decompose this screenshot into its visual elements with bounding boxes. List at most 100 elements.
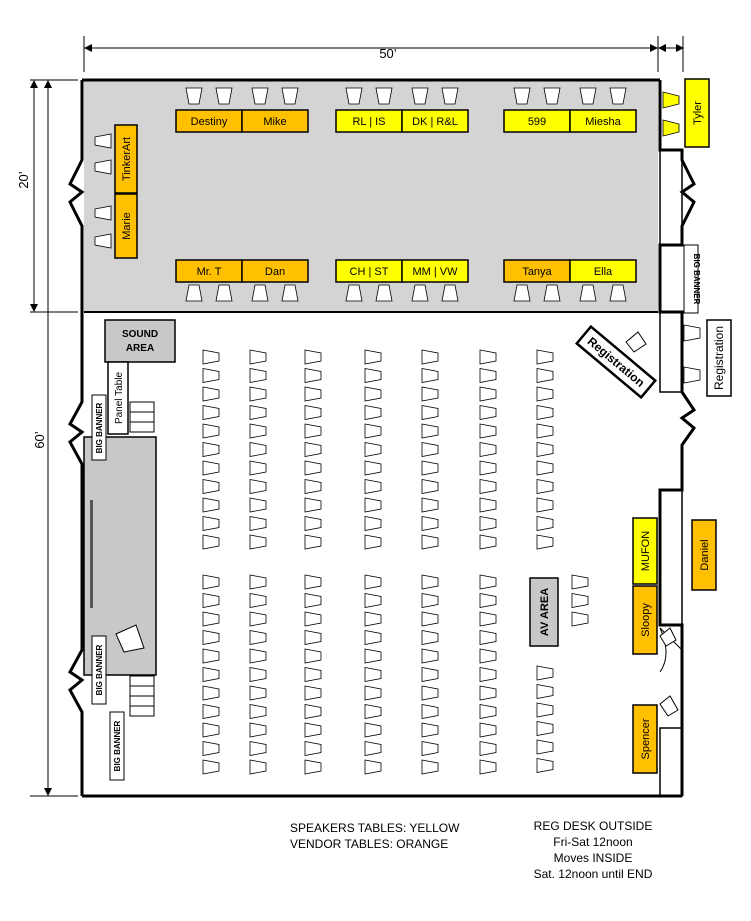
chair-icon — [215, 284, 233, 302]
chair-icon — [536, 349, 554, 365]
chair-icon — [421, 667, 439, 682]
chair-icon — [421, 386, 439, 402]
dimension-vertical-full: 60’ — [32, 431, 47, 448]
chair-icon — [249, 704, 267, 719]
chair-icon — [364, 685, 382, 701]
chair-icon — [345, 284, 363, 302]
big-banner-left-upper: BIG BANNER — [91, 394, 107, 461]
big-banner-label: BIG BANNER — [692, 254, 701, 305]
chair-icon — [94, 205, 112, 221]
top-table-2: RL | IS — [335, 109, 403, 133]
chair-icon — [421, 574, 439, 590]
reg-note-line-4: Sat. 12noon until END — [534, 867, 653, 881]
chair-icon — [249, 386, 267, 402]
chair-icon — [683, 366, 701, 384]
side-table-mufon: MUFON — [632, 517, 658, 585]
chair-icon — [364, 722, 382, 738]
chair-icon — [543, 87, 561, 105]
chair-icon — [304, 386, 322, 402]
chair-icon — [479, 630, 497, 645]
chair-icon — [94, 159, 112, 175]
chair-icon — [304, 630, 322, 645]
chair-icon — [304, 460, 322, 476]
av-area-label: AV AREA — [539, 588, 551, 636]
chair-icon — [536, 460, 554, 476]
chair-icon — [421, 593, 439, 608]
chair-icon — [249, 516, 267, 531]
chair-icon — [202, 423, 220, 439]
chair-icon — [202, 386, 220, 402]
big-banner-label: BIG BANNER — [95, 402, 104, 453]
big-banner-bottom: BIG BANNER — [109, 711, 125, 781]
table-label-tinkerart: TinkerArt — [121, 137, 133, 181]
top-table-label: DK | R&L — [412, 116, 458, 128]
chair-icon — [364, 442, 382, 457]
chair-icon — [249, 648, 267, 664]
chair-icon — [249, 405, 267, 420]
chair-icon — [364, 630, 382, 645]
chair-icon — [249, 368, 267, 383]
chair-icon — [202, 611, 220, 627]
side-table-daniel: Daniel — [691, 519, 717, 591]
chair-icon — [421, 405, 439, 420]
big-banner-left-lower: BIG BANNER — [91, 635, 107, 705]
table-label-spencer: Spencer — [640, 718, 652, 759]
chair-icon — [249, 442, 267, 457]
big-banner-label: BIG BANNER — [95, 644, 104, 695]
bottom-table-label: MM | VW — [412, 266, 458, 278]
chair-icon — [421, 516, 439, 531]
chair-icon — [202, 741, 220, 756]
bottom-table-5: Ella — [569, 259, 637, 283]
chair-icon — [536, 386, 554, 402]
chair-icon — [536, 665, 554, 681]
reg-note-line-2: Fri-Sat 12noon — [553, 835, 632, 849]
chair-icon — [479, 574, 497, 590]
top-table-label: Miesha — [585, 116, 621, 128]
panel-chairs-top — [129, 401, 155, 433]
table-label-tyler: Tyler — [692, 101, 704, 125]
chair-icon — [304, 611, 322, 627]
chair-icon — [479, 741, 497, 756]
chair-icon — [441, 87, 459, 105]
chair-icon — [249, 349, 267, 365]
chair-icon — [479, 593, 497, 608]
door-swing — [659, 627, 683, 717]
chair-icon — [202, 479, 220, 494]
chair-icon — [202, 442, 220, 457]
chair-icon — [364, 648, 382, 664]
big-banner-right: BIG BANNER — [683, 244, 701, 314]
dimension-lines: 50’ 20’ 60’ — [16, 36, 684, 797]
chair-icon — [304, 685, 322, 701]
chair-icon — [251, 87, 269, 105]
chair-icon — [304, 593, 322, 608]
chair-icon — [579, 284, 597, 302]
chair-icon — [249, 460, 267, 476]
chair-icon — [571, 593, 589, 608]
chair-icon — [421, 460, 439, 476]
chair-icon — [202, 685, 220, 701]
chair-icon — [479, 648, 497, 664]
top-table-3: DK | R&L — [401, 109, 469, 133]
chair-icon — [479, 497, 497, 513]
chair-icon — [579, 87, 597, 105]
right-wall-boxes — [659, 149, 683, 797]
chair-icon — [215, 87, 233, 105]
chair-icon — [251, 284, 269, 302]
chair-icon — [609, 284, 627, 302]
chair-icon — [249, 574, 267, 590]
bottom-table-label: Tanya — [522, 266, 552, 278]
dimension-vertical-top: 20’ — [16, 171, 31, 188]
chair-icon — [202, 349, 220, 365]
chair-icon — [421, 534, 439, 550]
chair-icon — [441, 284, 459, 302]
chair-icon — [479, 442, 497, 457]
chair-icon — [364, 460, 382, 476]
chair-icon — [421, 630, 439, 645]
chair-icon — [281, 284, 299, 302]
chair-icon — [421, 368, 439, 383]
chair-icon — [421, 349, 439, 365]
top-table-label: Mike — [263, 116, 286, 128]
chair-icon — [364, 593, 382, 608]
chair-icon — [185, 87, 203, 105]
